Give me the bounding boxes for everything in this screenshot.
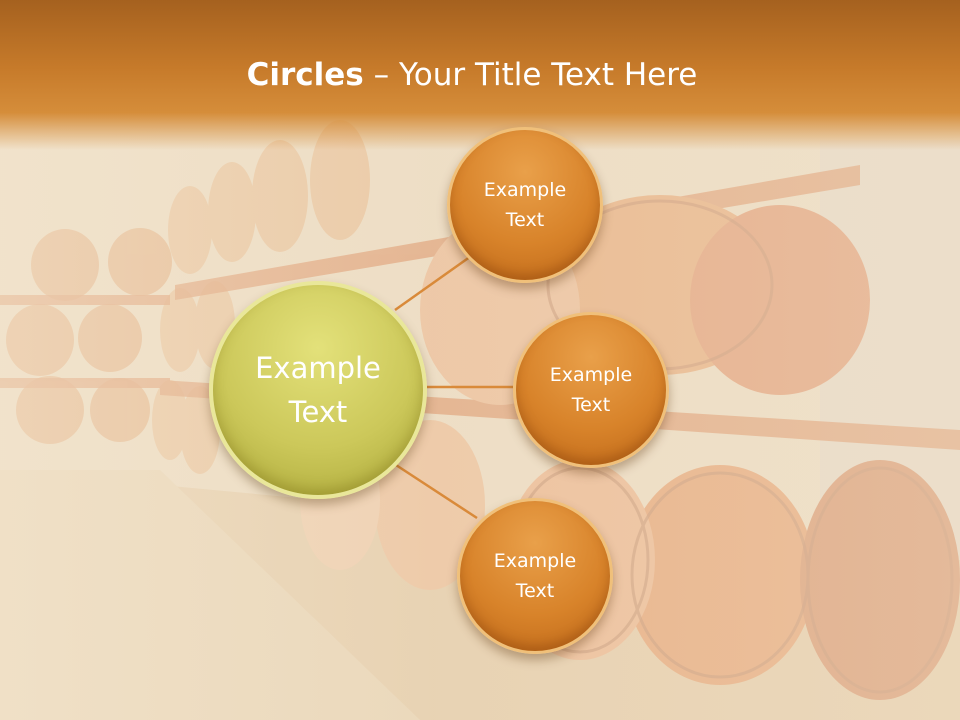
node-circle-3[interactable]: Example Text <box>457 498 613 654</box>
node-circle-1-label: Example Text <box>483 179 567 231</box>
connector-3 <box>395 463 478 520</box>
center-circle-label: Example Text <box>255 351 381 429</box>
title-rest: – Your Title Text Here <box>363 57 698 93</box>
node-circle-2-label: Example Text <box>549 364 633 416</box>
center-circle[interactable]: Example Text <box>209 281 427 499</box>
title-bold: Circles <box>246 57 364 93</box>
connector-1 <box>394 252 475 312</box>
node-circle-3-label: Example Text <box>493 550 577 602</box>
node-circle-2[interactable]: Example Text <box>513 312 669 468</box>
title-band <box>0 0 960 150</box>
slide-title: Circles – Your Title Text Here <box>0 55 944 95</box>
node-circle-1[interactable]: Example Text <box>447 127 603 283</box>
